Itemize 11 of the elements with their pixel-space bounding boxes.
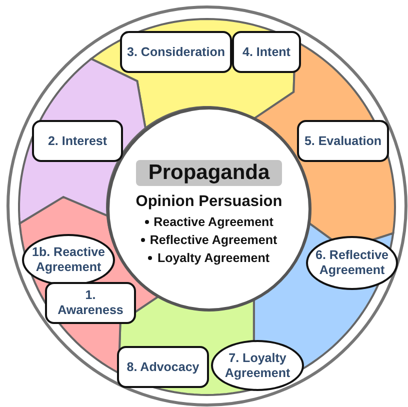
stage-label: 8. Advocacy [117,346,209,388]
title-label: Propaganda [136,160,282,186]
subtitle: Opinion Persuasion [136,193,282,211]
stage-label: 2. Interest [32,120,123,162]
bullet-item: Loyalty Agreement [157,251,270,265]
bullet-item: Reflective Agreement [150,233,278,247]
stage-label: 4. Intent [232,31,301,73]
stage-label: 5. Evaluation [297,120,389,162]
bullet-item: Reactive Agreement [154,215,274,229]
stage-label: 3. Consideration [120,31,232,73]
stage-label: 1. Awareness [45,282,136,324]
